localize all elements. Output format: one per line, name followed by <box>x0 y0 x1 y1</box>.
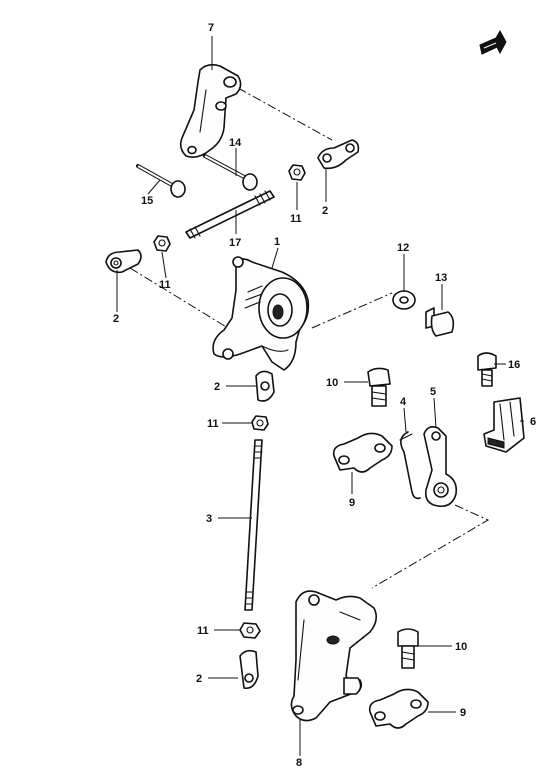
front-arrow-icon <box>479 29 507 55</box>
callout-10-upper: 10 <box>326 377 338 389</box>
callout-11-left: 11 <box>159 279 171 291</box>
nut-part-11-mid <box>251 415 269 431</box>
callout-16: 16 <box>508 359 520 371</box>
washer-part-12 <box>392 290 416 310</box>
callout-2-left: 2 <box>113 313 119 325</box>
bolt-part-14 <box>203 154 258 191</box>
bolt-part-10-lower <box>397 628 419 669</box>
callout-11-mid: 11 <box>207 418 219 430</box>
callout-14: 14 <box>229 137 242 149</box>
callout-11-upper: 11 <box>290 213 302 225</box>
callout-9-upper: 9 <box>349 497 355 509</box>
callout-12: 12 <box>397 242 409 254</box>
leader-lines <box>116 36 524 756</box>
stud-part-17 <box>185 190 275 239</box>
nut-part-11-left <box>153 235 171 252</box>
bolt-part-10-upper <box>367 367 391 407</box>
bolt-part-15 <box>136 164 186 198</box>
ball-joint-part-2-left <box>105 249 142 274</box>
callout-7: 7 <box>208 22 214 34</box>
callout-17: 17 <box>229 237 241 249</box>
ball-joint-part-2-lower <box>239 649 259 690</box>
bracket-part-6 <box>483 397 525 453</box>
nut-part-11-upper <box>288 164 306 181</box>
spring-part-4 <box>399 431 421 500</box>
callout-labels: 7 14 15 11 2 17 1 11 2 12 13 16 10 2 5 4… <box>113 22 536 769</box>
bellcrank-part-8 <box>290 590 378 722</box>
upper-lever-part-7 <box>179 63 242 158</box>
callout-15: 15 <box>141 195 153 207</box>
callout-11-lower: 11 <box>197 625 209 637</box>
ball-joint-part-2-mid <box>255 370 275 402</box>
callout-13: 13 <box>435 272 447 284</box>
callout-1: 1 <box>274 236 280 248</box>
rod-part-3 <box>244 439 263 611</box>
callout-2-lower: 2 <box>196 673 202 685</box>
clamp-part-9-upper <box>332 432 393 473</box>
callout-2-upper: 2 <box>322 205 328 217</box>
cam-assembly-part-1 <box>212 256 310 371</box>
bolt-part-16 <box>477 352 497 387</box>
callout-6: 6 <box>530 416 536 428</box>
callout-3: 3 <box>206 513 212 525</box>
callout-4: 4 <box>400 396 407 408</box>
callout-8: 8 <box>296 757 302 769</box>
callout-5: 5 <box>430 386 436 398</box>
callout-2-mid: 2 <box>214 381 220 393</box>
assembly-lines <box>129 87 490 589</box>
callout-10-lower: 10 <box>455 641 467 653</box>
lever-part-5 <box>423 426 458 508</box>
clamp-part-9-lower <box>368 688 429 729</box>
bolt-part-13 <box>425 307 455 337</box>
ball-joint-part-2-upper <box>317 139 360 170</box>
nut-part-11-lower <box>239 622 261 639</box>
callout-9-lower: 9 <box>460 707 466 719</box>
